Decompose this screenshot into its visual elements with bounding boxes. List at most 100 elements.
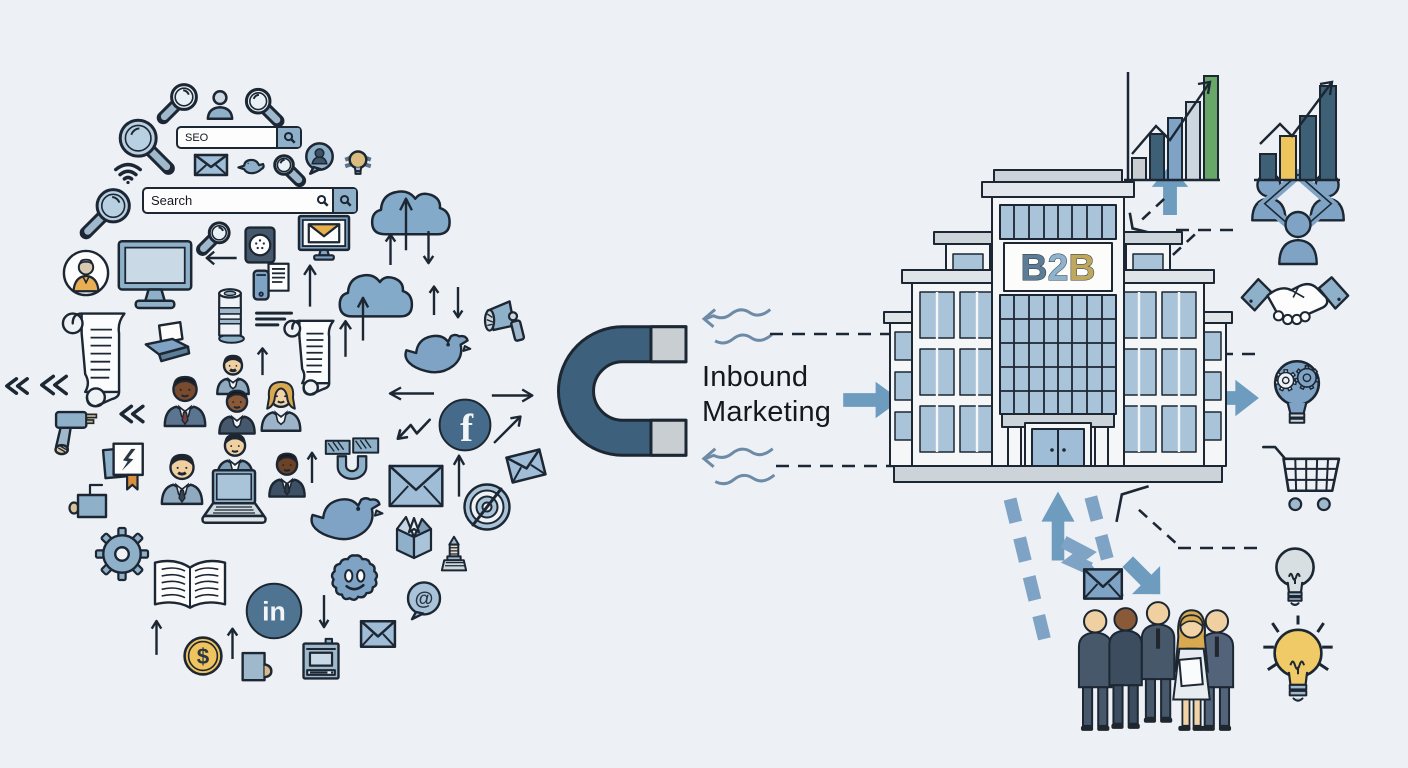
seo-magnifier-icon [276, 128, 300, 147]
arrow-up-icon [422, 230, 435, 266]
cart-icon [1260, 438, 1344, 520]
linkedin-icon: in [245, 582, 303, 640]
chart-axis [1124, 72, 1220, 180]
bulb-icon [1258, 614, 1338, 712]
megaphone-icon [484, 298, 542, 346]
search-magnifier-icon [312, 193, 332, 209]
arrow-up-icon [318, 594, 330, 630]
badge-icon [98, 436, 150, 494]
dashed-line-icon [1178, 544, 1264, 552]
cloud-icon [366, 180, 454, 238]
squiggle-icon [694, 300, 774, 352]
magnifier-icon [200, 218, 232, 254]
arrow-up-icon [150, 618, 163, 656]
trend-arrow [1132, 82, 1210, 154]
lines3-icon [255, 310, 293, 328]
search-bar: Search [142, 187, 358, 214]
chevrons-left-icon [2, 376, 32, 396]
bulb-icon [1263, 536, 1327, 614]
magnifier-icon [160, 80, 200, 122]
envelope-icon [360, 620, 396, 648]
box-device-icon [66, 482, 116, 520]
arrow-up-icon [306, 450, 318, 484]
dollar-icon: $ [183, 636, 223, 676]
arrow-up-icon [356, 294, 370, 342]
seo-search-bar: SEO [176, 126, 302, 149]
b2b-building: B 2 B [878, 162, 1238, 494]
at-bubble-icon: @ [403, 580, 445, 620]
drill-icon [46, 402, 102, 458]
magnet-icon [540, 316, 686, 466]
arrow-up-icon [256, 346, 269, 376]
chart-bar [1132, 158, 1146, 180]
blue-arrow-icon [1204, 376, 1260, 420]
person-icon [258, 376, 304, 434]
dashed-line-icon [770, 330, 908, 338]
magnifier-icon [115, 112, 173, 176]
camera-flash-icon [140, 320, 196, 370]
building-base [894, 466, 1222, 482]
gear-icon [96, 528, 148, 580]
laptop-icon [196, 468, 272, 528]
arrow-up-icon [384, 232, 397, 266]
castle-icon [438, 536, 470, 572]
inbound-marketing-label: Inbound Marketing [702, 360, 831, 430]
people-group-icon [1072, 596, 1236, 738]
blue-dash-icon [1000, 496, 1056, 648]
arrow-up-icon [398, 194, 414, 252]
arrow-up-icon [226, 626, 239, 660]
chevrons-left-icon [116, 404, 148, 424]
person-icon [158, 448, 206, 506]
twitter-icon [398, 328, 476, 378]
twitter-icon [308, 490, 384, 546]
facebook-text: f [460, 407, 474, 450]
handshake-icon [1238, 270, 1352, 336]
squiggle-icon [694, 438, 776, 494]
dashed-arrow-icon [1094, 464, 1202, 571]
phone-docs-icon [250, 262, 294, 302]
dollar-text: $ [197, 644, 210, 669]
bulb-small-icon [342, 146, 374, 178]
dashed-arrow-icon [1117, 183, 1179, 245]
arrow-left-icon [490, 388, 536, 403]
magnifier-icon [82, 182, 134, 240]
bird-small-icon [236, 156, 266, 176]
paperplane-icon [388, 510, 440, 560]
chevrons-left-icon [36, 374, 72, 396]
search-bar-text: Search [151, 193, 193, 208]
b2b-sign-letter-1: B [1021, 247, 1048, 288]
card-tab-icon [238, 650, 276, 684]
trend-arrow [1260, 82, 1332, 144]
blue-arrow-icon [842, 378, 902, 422]
arrow-up-icon [487, 408, 528, 449]
chart-bar [1204, 76, 1218, 180]
dashed-line-icon [1176, 226, 1242, 234]
cylinder-icon [212, 286, 248, 344]
seo-search-text: SEO [185, 131, 209, 144]
at-text: @ [415, 589, 434, 610]
chart-bar [1150, 134, 1164, 180]
wifi-icon [110, 156, 146, 186]
arrow-up-icon [452, 452, 466, 498]
person-icon [266, 446, 308, 500]
chat-person-icon [303, 142, 336, 175]
chart-bar [1300, 116, 1316, 180]
disk-icon [241, 226, 279, 264]
inbound-marketing-line2: Marketing [702, 396, 832, 428]
magnifier-icon [243, 84, 281, 126]
monitor-icon [114, 238, 196, 312]
inbound-marketing-line1: Inbound [702, 361, 809, 393]
scroll-icon [52, 310, 138, 408]
target-icon [462, 482, 512, 532]
smiley-blob-icon [328, 554, 382, 604]
envelope-icon [1083, 568, 1123, 600]
person-icon [160, 372, 210, 426]
envelope-icon [388, 464, 444, 508]
blue-arrow-icon [1038, 490, 1078, 562]
book-icon [148, 556, 232, 616]
arrow-left-icon [204, 250, 238, 266]
b2b-sign [1004, 243, 1112, 291]
linkedin-text: in [262, 596, 286, 626]
growth-chart-1 [1118, 64, 1224, 188]
chart-bar [1260, 154, 1276, 180]
